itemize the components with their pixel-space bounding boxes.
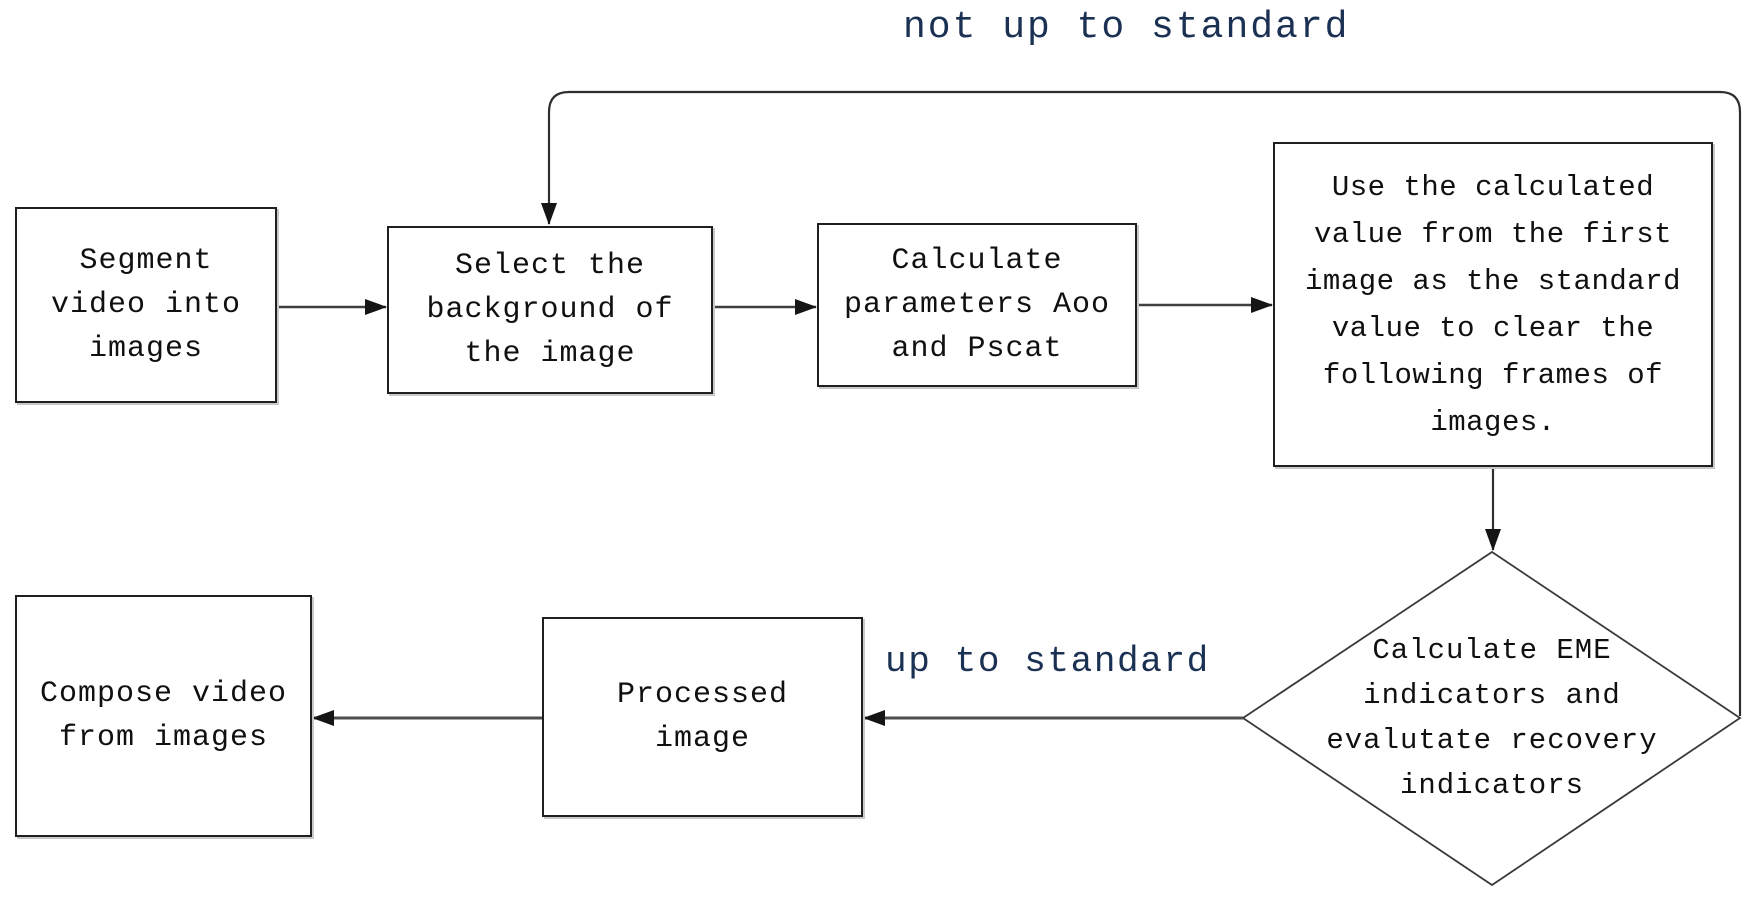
decision-diamond-label: Calculate EME indicators and evalutate r… [1326, 634, 1658, 802]
node-processed-image: Processed image [542, 617, 863, 817]
node-use-calculated-value: Use the calculated value from the first … [1273, 142, 1713, 467]
arrow-not-up-to-standard-feedback [541, 90, 1742, 716]
edge-label-not-up-to-standard: not up to standard [903, 6, 1350, 49]
node-compose-video: Compose video from images [15, 595, 312, 837]
node-select-background: Select the background of the image [387, 226, 713, 394]
edge-label-up-to-standard: up to standard [885, 641, 1210, 682]
node-segment-video: Segment video into images [15, 207, 277, 403]
node-calculate-parameters: Calculate parameters Aoo and Pscat [817, 223, 1137, 387]
decision-diamond-shape [1241, 550, 1742, 887]
